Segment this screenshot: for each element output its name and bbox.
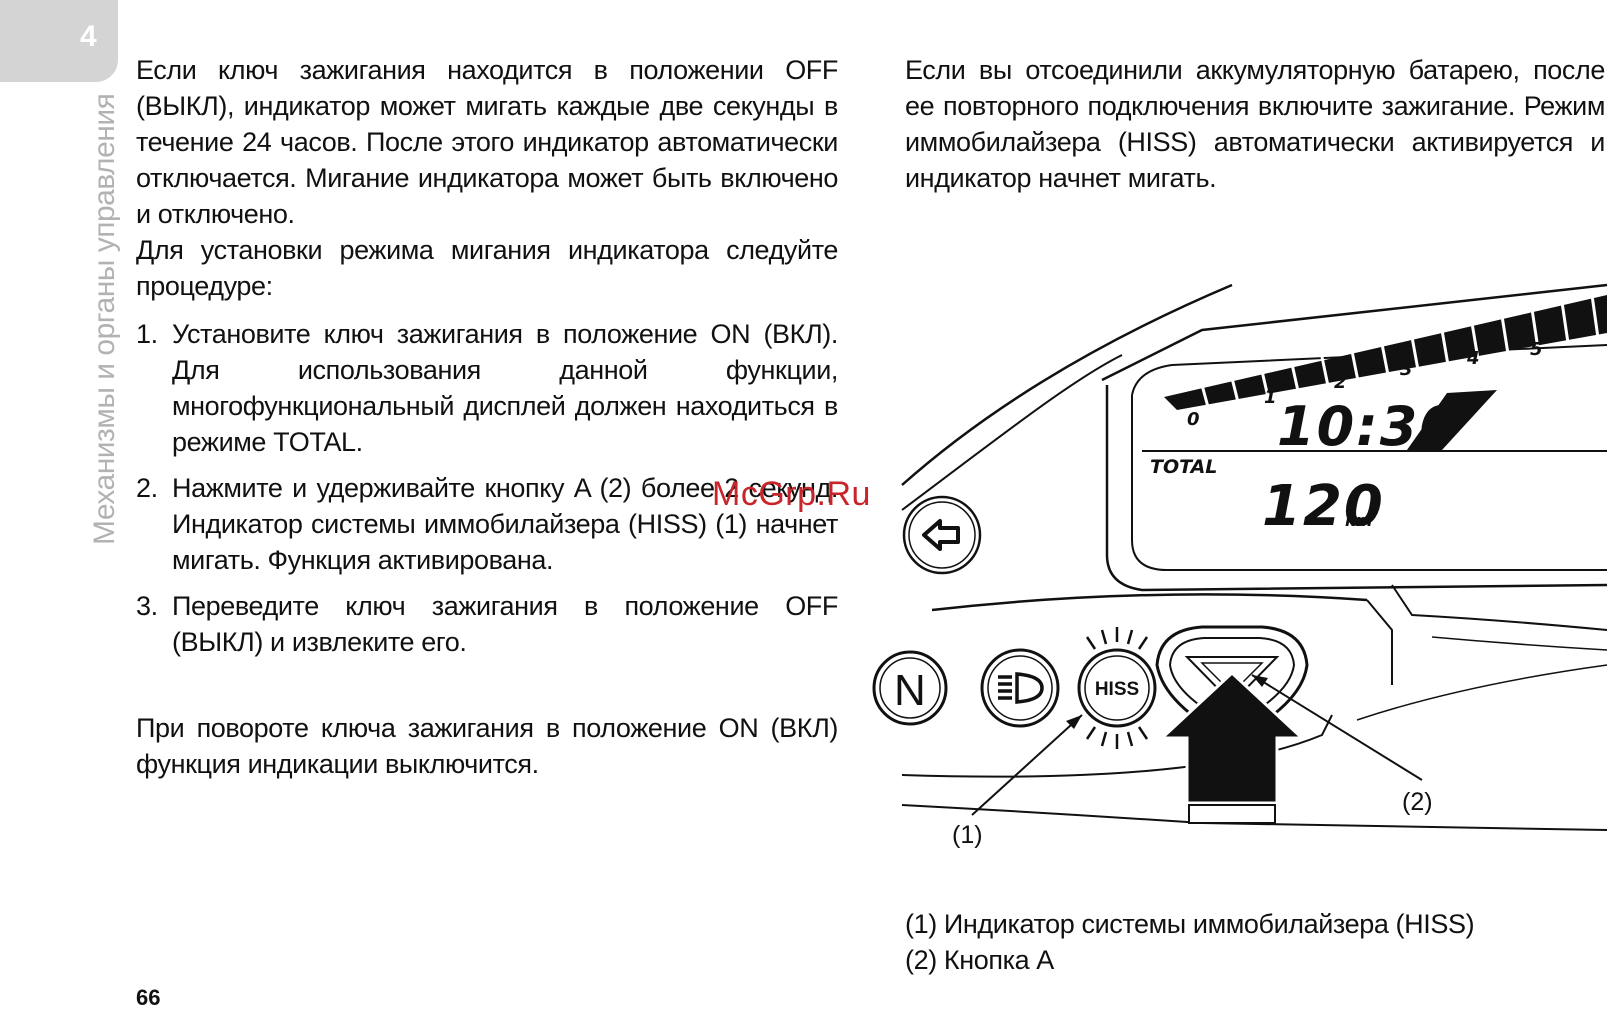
step-number: 1.: [136, 319, 158, 349]
odometer-display: 120: [1262, 474, 1385, 539]
scale-label-4: 4: [1466, 348, 1480, 369]
hiss-indicator: HISS: [1077, 627, 1157, 749]
odometer-unit: km: [1345, 511, 1372, 530]
right-column-text: Если вы отсоединили аккумуляторную батар…: [905, 52, 1605, 196]
scale-label-0: 0: [1187, 409, 1200, 430]
left-paragraph-2: Для установки режима мигания индикатора …: [136, 235, 838, 301]
hiss-label: HISS: [1095, 679, 1139, 700]
left-paragraph-1: Если ключ зажигания находится в положени…: [136, 55, 838, 229]
procedure-steps: 1. Установите ключ зажигания в положение…: [136, 316, 838, 660]
chapter-tab: 4: [0, 0, 118, 82]
scale-label-5: 5: [1530, 339, 1543, 360]
fuel-gauge-bar: [1407, 390, 1497, 450]
right-paragraph-1: Если вы отсоединили аккумуляторную батар…: [905, 55, 1605, 193]
step-item: 2. Нажмите и удерживайте кнопку A (2) бо…: [136, 470, 838, 578]
step-text: Установите ключ зажигания в положение ON…: [172, 319, 838, 457]
neutral-indicator: N: [872, 650, 948, 726]
clock-display: 10:30: [1277, 395, 1459, 458]
chapter-title: Механизмы и органы управления: [88, 93, 121, 545]
scale-label-1: 1: [1264, 387, 1277, 408]
step-item: 3. Переведите ключ зажигания в положение…: [136, 588, 838, 660]
instrument-panel-illustration: 0 1 2 3 4 5 10:30 TOTAL 120 km N: [872, 283, 1608, 849]
watermark: McGrp.Ru: [712, 475, 871, 513]
step-number: 3.: [136, 591, 158, 621]
caption-line: (2) Кнопка A: [905, 945, 1054, 975]
scale-label-3: 3: [1400, 359, 1413, 380]
scale-label-2: 2: [1334, 372, 1347, 393]
mode-button-left-arrow: [902, 495, 982, 575]
arrow-left-icon: [922, 519, 960, 551]
neutral-label: N: [894, 666, 926, 715]
high-beam-indicator: [980, 648, 1060, 728]
callout-label-1: (1): [952, 821, 983, 849]
left-column: Если ключ зажигания находится в положени…: [136, 52, 838, 782]
step-item: 1. Установите ключ зажигания в положение…: [136, 316, 838, 460]
page-number: 66: [136, 985, 161, 1010]
callout-label-2: (2): [1402, 788, 1433, 816]
step-text: Нажмите и удерживайте кнопку A (2) более…: [172, 473, 838, 575]
left-paragraph-3: При повороте ключа зажигания в положение…: [136, 713, 838, 779]
caption-line: (1) Индикатор системы иммобилайзера (HIS…: [905, 909, 1475, 939]
tachometer-bar-graph: [1164, 294, 1607, 410]
step-number: 2.: [136, 473, 158, 503]
headlight-icon: [998, 672, 1044, 704]
blink-rays: [1085, 627, 1149, 749]
press-arrow-icon: [1158, 670, 1306, 805]
figure-captions: (1) Индикатор системы иммобилайзера (HIS…: [905, 906, 1475, 978]
chapter-number: 4: [80, 20, 97, 53]
step-text: Переведите ключ зажигания в положение OF…: [172, 591, 838, 657]
total-mode-label: TOTAL: [1150, 456, 1217, 478]
